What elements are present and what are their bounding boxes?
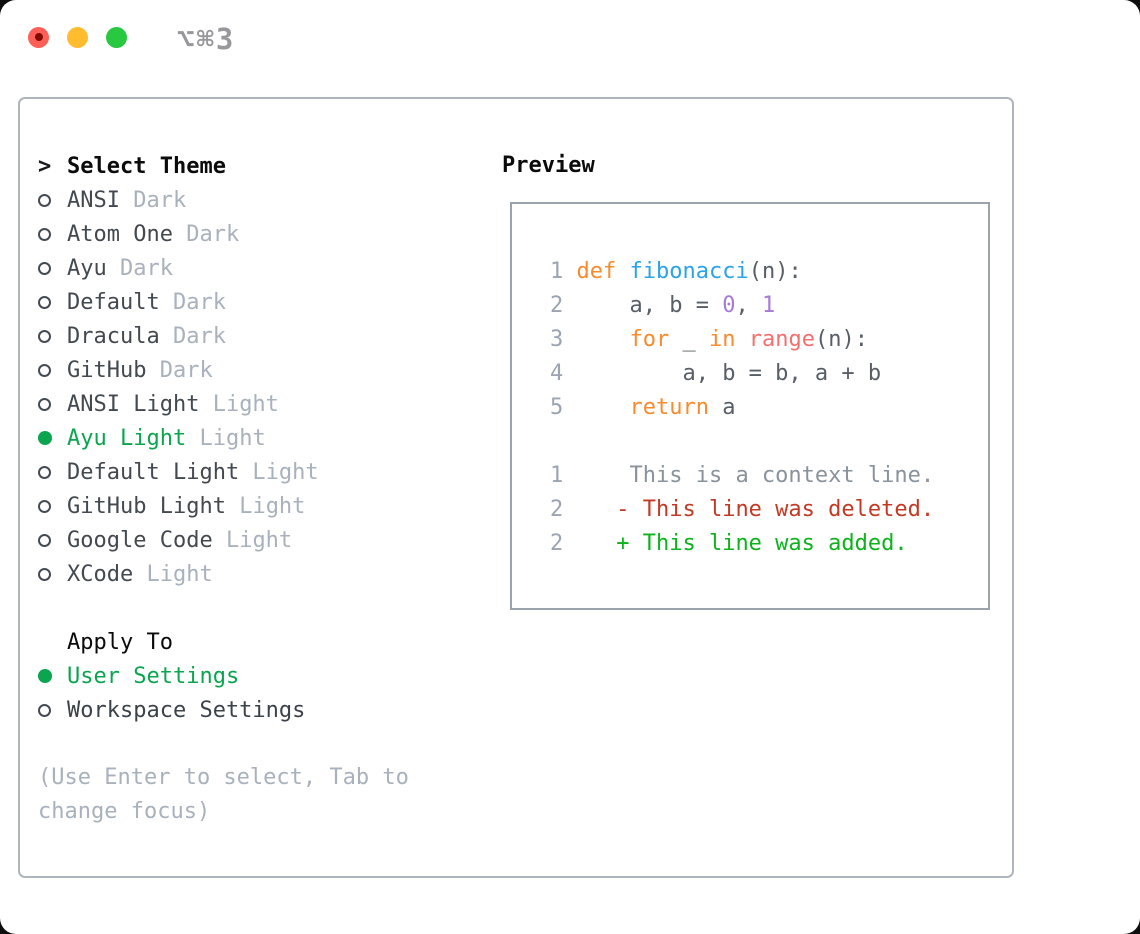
theme-option-tag: Dark [106,255,173,281]
radio-icon [38,261,67,275]
radio-icon [38,567,67,581]
theme-option-name: XCode [67,561,134,587]
radio-icon [38,499,67,513]
radio-icon [38,397,67,411]
radio-icon [38,227,67,241]
theme-option[interactable]: Default Dark [38,285,435,319]
theme-option-name: ANSI Light [67,391,200,417]
theme-option-tag: Light [133,561,213,587]
radio-icon [38,295,67,309]
theme-option-name: Ayu Light [67,425,187,451]
theme-option[interactable]: ANSI Dark [38,183,435,217]
close-button-dot [34,33,43,41]
code-line: 2 a, b = 0, 1 [550,292,776,318]
help-text: (Use Enter to select, Tab to change focu… [38,765,409,824]
code-line [550,424,988,458]
preview-code: 1 def fibonacci(n): 2 a, b = 0, 1 3 for _ … [550,254,988,560]
close-button[interactable] [28,26,49,48]
theme-option-tag: Dark [159,289,226,315]
theme-option-name: GitHub Light [67,493,226,519]
code-line: 5 return a [550,394,736,420]
radio-icon [38,533,67,547]
radio-selected-icon [38,431,67,445]
apply-to-header-row: Apply To [38,625,435,659]
zoom-button[interactable] [106,26,127,48]
theme-option[interactable]: Dracula Dark [38,319,435,353]
theme-option-tag: Light [212,527,293,553]
theme-option-name: Default [67,289,160,315]
theme-option-tag: Dark [172,221,240,247]
theme-option-name: Atom One [67,221,173,247]
theme-option-name: Google Code [67,527,213,553]
code-line: 3 for _ in range(n): [550,326,868,352]
theme-option[interactable]: XCode Light [38,557,435,591]
theme-option-tag: Light [239,459,319,485]
theme-option-tag: Light [225,493,306,519]
theme-option[interactable]: Ayu Light Light [38,421,435,455]
code-line: 1 This is a context line. [550,462,935,488]
preview-column: Preview 1 def fibonacci(n): 2 a, b = 0, 1… [502,149,990,610]
theme-option[interactable]: Google Code Light [38,523,435,557]
theme-option[interactable]: Ayu Dark [38,251,435,285]
theme-option-tag: Light [186,425,266,451]
select-theme-header-row: > Select Theme [38,149,435,183]
preview-title: Preview [502,153,595,178]
apply-to-option-label: User Settings [67,663,240,689]
radio-icon [38,363,67,377]
preview-box: 1 def fibonacci(n): 2 a, b = 0, 1 3 for _ … [510,202,990,610]
apply-to-option-label: Workspace Settings [67,697,306,723]
theme-option-tag: Light [199,391,279,417]
theme-option-tag: Dark [119,187,187,213]
theme-option-name: ANSI [67,187,120,213]
apply-to-option[interactable]: Workspace Settings [38,693,435,727]
prompt-cursor-icon: > [38,153,52,179]
radio-icon [38,465,67,479]
theme-option-tag: Dark [159,323,226,349]
theme-option-name: Ayu [67,255,107,281]
window-title: ⌥⌘3 [177,22,236,56]
theme-option-tag: Dark [146,357,213,383]
code-line: 4 a, b = b, a + b [550,360,882,386]
theme-option[interactable]: GitHub Dark [38,353,435,387]
theme-option-name: Default Light [67,459,240,485]
theme-option[interactable]: ANSI Light Light [38,387,435,421]
select-theme-title: Select Theme [67,153,226,179]
traffic-lights [28,26,145,52]
titlebar: ⌥⌘3 [28,22,235,56]
theme-option[interactable]: Default Light Light [38,455,435,489]
radio-icon [38,329,67,343]
theme-option-name: GitHub [67,357,147,383]
spacer [38,591,435,625]
code-line: 2 - This line was deleted. [550,496,935,522]
theme-option[interactable]: Atom One Dark [38,217,435,251]
theme-option[interactable]: GitHub Light Light [38,489,435,523]
apply-to-option[interactable]: User Settings [38,659,435,693]
theme-option-name: Dracula [67,323,160,349]
radio-icon [38,193,67,207]
apply-to-title: Apply To [67,629,173,655]
radio-selected-icon [38,669,67,683]
code-line: 1 def fibonacci(n): [550,258,802,284]
radio-icon [38,703,67,717]
code-line: 2 + This line was added. [550,530,908,556]
minimize-button[interactable] [67,26,88,48]
